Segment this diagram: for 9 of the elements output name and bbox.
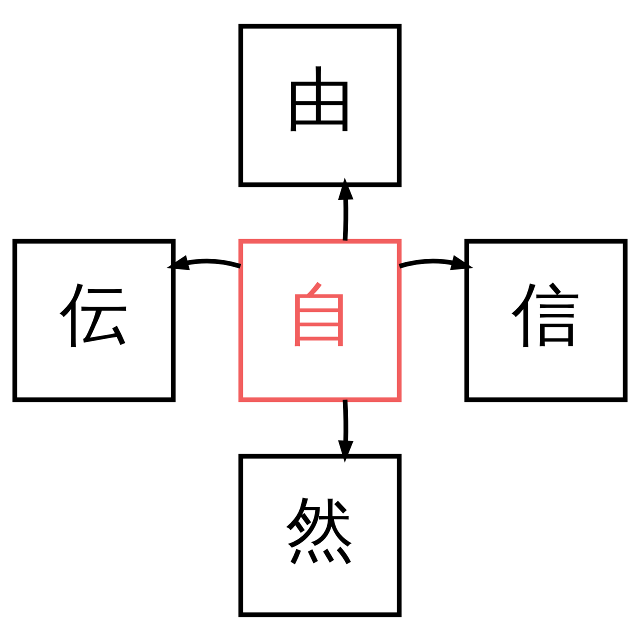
node-box: 然 bbox=[238, 453, 402, 617]
arrow bbox=[398, 254, 474, 270]
node-box: 信 bbox=[464, 238, 628, 402]
arrow bbox=[338, 177, 354, 240]
node-box: 自 bbox=[238, 238, 402, 402]
arrow bbox=[166, 254, 242, 270]
arrow bbox=[338, 399, 354, 462]
node-box: 伝 bbox=[12, 238, 176, 402]
node-box: 由 bbox=[238, 23, 402, 187]
